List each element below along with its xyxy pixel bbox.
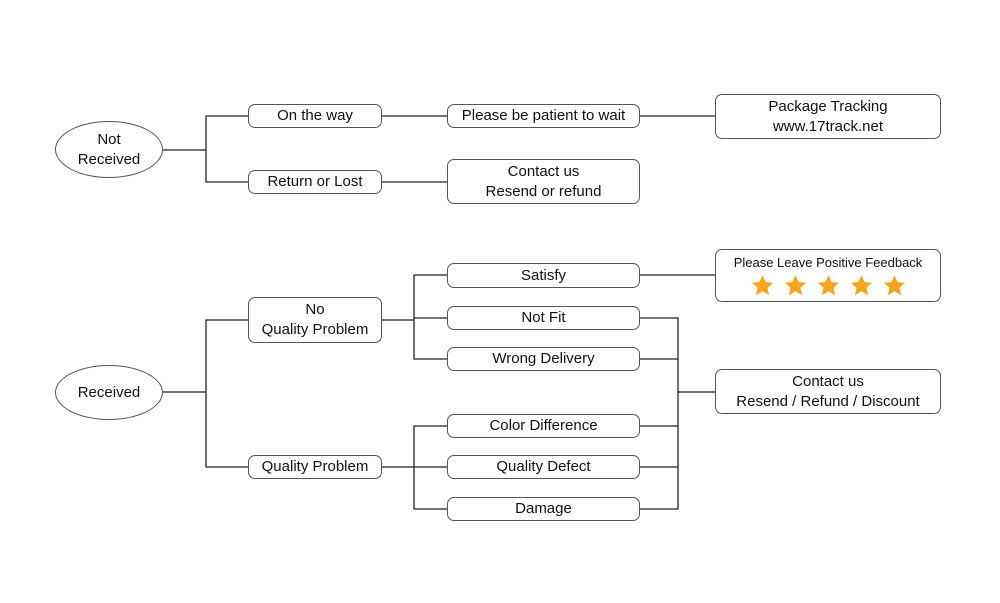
connector-no-quality-bracket <box>413 274 447 360</box>
node-return-or-lost-label: Return or Lost <box>267 173 363 190</box>
node-no-quality-problem-line1: No <box>305 301 325 318</box>
node-quality-defect-label: Quality Defect <box>496 458 591 475</box>
node-not-received-line2: Received <box>77 150 141 168</box>
node-contact-resend-refund-line2: Resend or refund <box>485 182 602 200</box>
node-package-tracking: Package Tracking www.17track.net <box>715 94 941 139</box>
star-icon <box>850 274 872 295</box>
node-not-received-line1: Not <box>97 130 121 148</box>
node-received-label: Received <box>77 383 141 401</box>
node-return-or-lost: Return or Lost <box>248 170 382 194</box>
node-not-fit-label: Not Fit <box>521 309 566 326</box>
star-icon <box>883 274 905 295</box>
star-icon <box>817 274 839 295</box>
node-contact-resend-refund-line1: Contact us <box>507 162 580 180</box>
node-color-difference-label: Color Difference <box>489 417 598 434</box>
node-package-tracking-line2: www.17track.net <box>772 117 884 135</box>
node-patient: Please be patient to wait <box>447 104 640 128</box>
node-package-tracking-line1: Package Tracking <box>768 97 888 115</box>
node-not-received: Not Received <box>55 121 163 178</box>
node-wrong-delivery-label: Wrong Delivery <box>492 350 595 367</box>
node-color-difference: Color Difference <box>447 414 640 438</box>
rating-stars <box>750 274 907 298</box>
connector-received-split <box>205 319 248 468</box>
node-quality-defect: Quality Defect <box>447 455 640 479</box>
connector-not-received-split <box>205 115 248 183</box>
connector-merge-bracket <box>640 317 679 510</box>
star-icon <box>784 274 806 295</box>
node-no-quality-problem: No Quality Problem <box>248 297 382 343</box>
node-satisfy-label: Satisfy <box>520 266 566 284</box>
node-no-quality-problem-line2: Quality Problem <box>261 321 369 338</box>
node-not-fit: Not Fit <box>447 306 640 330</box>
node-quality-problem-label: Quality Problem <box>261 458 369 475</box>
node-contact-discount-line1: Contact us <box>792 372 864 390</box>
node-quality-problem: Quality Problem <box>248 455 382 479</box>
node-on-the-way: On the way <box>248 104 382 128</box>
node-positive-feedback: Please Leave Positive Feedback <box>715 249 941 302</box>
node-on-the-way-label: On the way <box>277 107 353 124</box>
star-icon <box>751 274 773 295</box>
node-contact-resend-refund: Contact us Resend or refund <box>447 159 640 204</box>
node-positive-feedback-title: Please Leave Positive Feedback <box>733 254 923 270</box>
node-received: Received <box>55 365 163 420</box>
node-patient-label: Please be patient to wait <box>461 107 626 124</box>
node-damage-label: Damage <box>515 500 572 517</box>
node-contact-discount-line2: Resend / Refund / Discount <box>736 392 920 410</box>
node-damage: Damage <box>447 497 640 521</box>
node-satisfy: Satisfy <box>447 263 640 288</box>
node-contact-resend-refund-discount: Contact us Resend / Refund / Discount <box>715 369 941 414</box>
node-wrong-delivery: Wrong Delivery <box>447 347 640 371</box>
